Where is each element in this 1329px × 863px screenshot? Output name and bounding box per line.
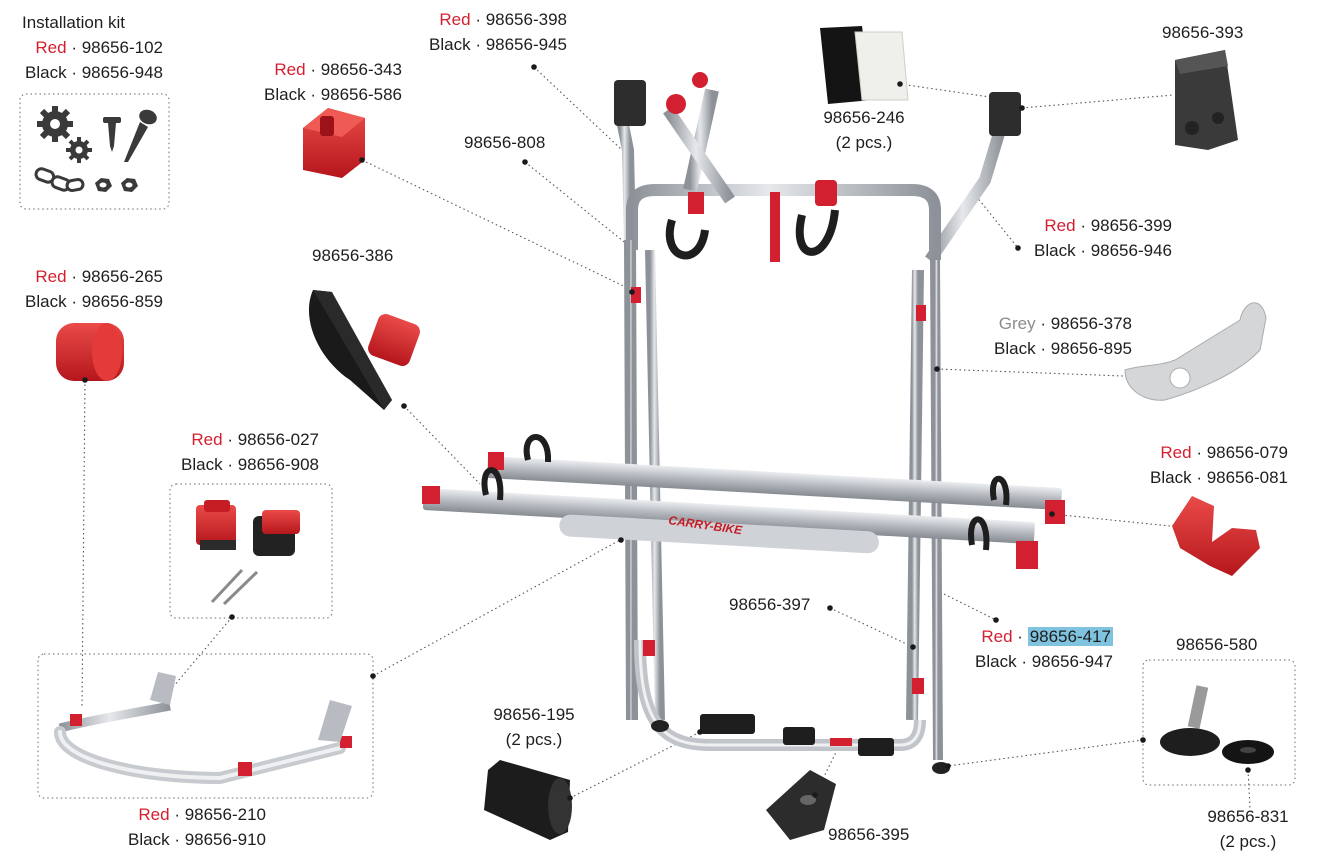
color-black: Black — [25, 292, 67, 311]
strap-part — [308, 290, 420, 410]
part-number: · 98656-378 — [1040, 314, 1132, 333]
kit-title: Installation kit — [22, 13, 125, 32]
part-number: · 98656-947 — [1021, 652, 1113, 671]
gear-icon — [37, 106, 73, 142]
part-number: · 98656-895 — [1040, 339, 1132, 358]
part-number: · 98656-081 — [1196, 468, 1288, 487]
part-number: · 98656-859 — [71, 292, 163, 311]
leader-lines — [81, 66, 1251, 809]
part-number: · 98656-102 — [71, 38, 163, 57]
part-label-98656-265: Red · 98656-265 Black · 98656-859 — [20, 264, 163, 314]
color-red: Red — [1044, 216, 1076, 235]
part-number-highlighted: 98656-417 — [1027, 627, 1113, 646]
part-number: · 98656-946 — [1080, 241, 1172, 260]
color-red: Red — [138, 805, 170, 824]
part-number: 98656-195 — [493, 705, 575, 724]
part-label-98656-343: Red · 98656-343 Black · 98656-586 — [240, 57, 402, 107]
color-black: Black — [975, 652, 1017, 671]
part-label-98656-386: 98656-386 — [312, 246, 394, 265]
cover-sheets-part — [820, 26, 909, 104]
screw-icon — [103, 117, 121, 152]
base-frame-part — [54, 672, 352, 785]
mount-bracket-part — [1175, 50, 1238, 150]
part-label-98656-378: Grey · 98656-378 Black · 98656-895 — [975, 311, 1132, 361]
part-frames — [19, 93, 1296, 799]
color-red: Red — [274, 60, 306, 79]
color-black: Black — [128, 830, 170, 849]
screw-icon — [124, 109, 157, 162]
tube-sleeve-part — [484, 760, 572, 840]
part-number: · 98656-079 — [1196, 443, 1288, 462]
installation-kit-icons — [34, 106, 157, 193]
part-number: 98656-831 — [1207, 807, 1289, 826]
color-red: Red — [191, 430, 223, 449]
part-number: · 98656-910 — [174, 830, 266, 849]
part-label-98656-831: 98656-831 (2 pcs.) — [1192, 804, 1304, 854]
part-number: · 98656-210 — [174, 805, 266, 824]
color-red: Red — [35, 38, 67, 57]
color-black: Black — [994, 339, 1036, 358]
gear-icon — [66, 137, 92, 163]
color-red: Red — [981, 627, 1013, 646]
part-label-98656-808: 98656-808 — [464, 133, 546, 152]
part-number: · 98656-265 — [71, 267, 163, 286]
rail-holder-part — [1172, 496, 1260, 576]
part-label-98656-397: 98656-397 — [729, 595, 811, 614]
color-red: Red — [1160, 443, 1192, 462]
color-black: Black — [429, 35, 471, 54]
installation-kit-label: Installation kit — [22, 10, 125, 35]
part-number: · 98656-948 — [71, 63, 163, 82]
color-grey: Grey — [998, 314, 1036, 333]
color-black: Black — [1034, 241, 1076, 260]
part-number: 98656-246 — [823, 108, 905, 127]
connector-parts — [196, 500, 300, 606]
part-label-98656-195: 98656-195 (2 pcs.) — [480, 702, 588, 752]
part-quantity: (2 pcs.) — [835, 133, 893, 152]
part-label-98656-580: 98656-580 — [1176, 635, 1258, 654]
part-quantity: (2 pcs.) — [1219, 832, 1277, 851]
clamp-block-part — [303, 108, 365, 178]
plate-bracket-part — [766, 770, 836, 840]
part-label-98656-210: Red · 98656-210 Black · 98656-910 — [108, 802, 266, 852]
part-label-98656-399: Red · 98656-399 Black · 98656-946 — [1010, 213, 1172, 263]
chain-icon — [34, 167, 85, 193]
adjustable-foot-part — [1160, 685, 1274, 764]
part-number: · 98656-398 — [475, 10, 567, 29]
installation-kit-codes: Red · 98656-102 Black · 98656-948 — [20, 35, 163, 85]
rack-frame — [614, 72, 1021, 774]
bike-rails: CARRY-BIKE — [422, 434, 1065, 569]
part-number: · 98656-908 — [227, 455, 319, 474]
part-label-98656-395: 98656-395 — [828, 825, 910, 844]
grey-clamp-part — [1124, 302, 1267, 401]
part-number: · 98656-343 — [310, 60, 402, 79]
part-label-98656-079: Red · 98656-079 Black · 98656-081 — [1128, 440, 1288, 490]
part-number: · 98656-945 — [475, 35, 567, 54]
part-number: · 98656-027 — [227, 430, 319, 449]
nut-icon — [95, 178, 112, 192]
leader-dots — [82, 64, 1251, 801]
part-label-98656-393: 98656-393 — [1162, 23, 1244, 42]
color-red: Red — [35, 267, 67, 286]
color-black: Black — [181, 455, 223, 474]
color-black: Black — [1150, 468, 1192, 487]
color-black: Black — [264, 85, 306, 104]
part-quantity: (2 pcs.) — [505, 730, 563, 749]
end-cap-part — [56, 323, 124, 381]
color-red: Red — [439, 10, 471, 29]
part-number: · 98656-586 — [310, 85, 402, 104]
part-label-98656-027: Red · 98656-027 Black · 98656-908 — [160, 427, 319, 477]
nut-icon — [121, 178, 138, 192]
part-label-98656-246: 98656-246 (2 pcs.) — [806, 105, 922, 155]
part-label-98656-417: Red · 98656-417 Black · 98656-947 — [975, 627, 1113, 671]
part-label-98656-398: Red · 98656-398 Black · 98656-945 — [410, 7, 567, 57]
part-number: · 98656-399 — [1080, 216, 1172, 235]
color-black: Black — [25, 63, 67, 82]
